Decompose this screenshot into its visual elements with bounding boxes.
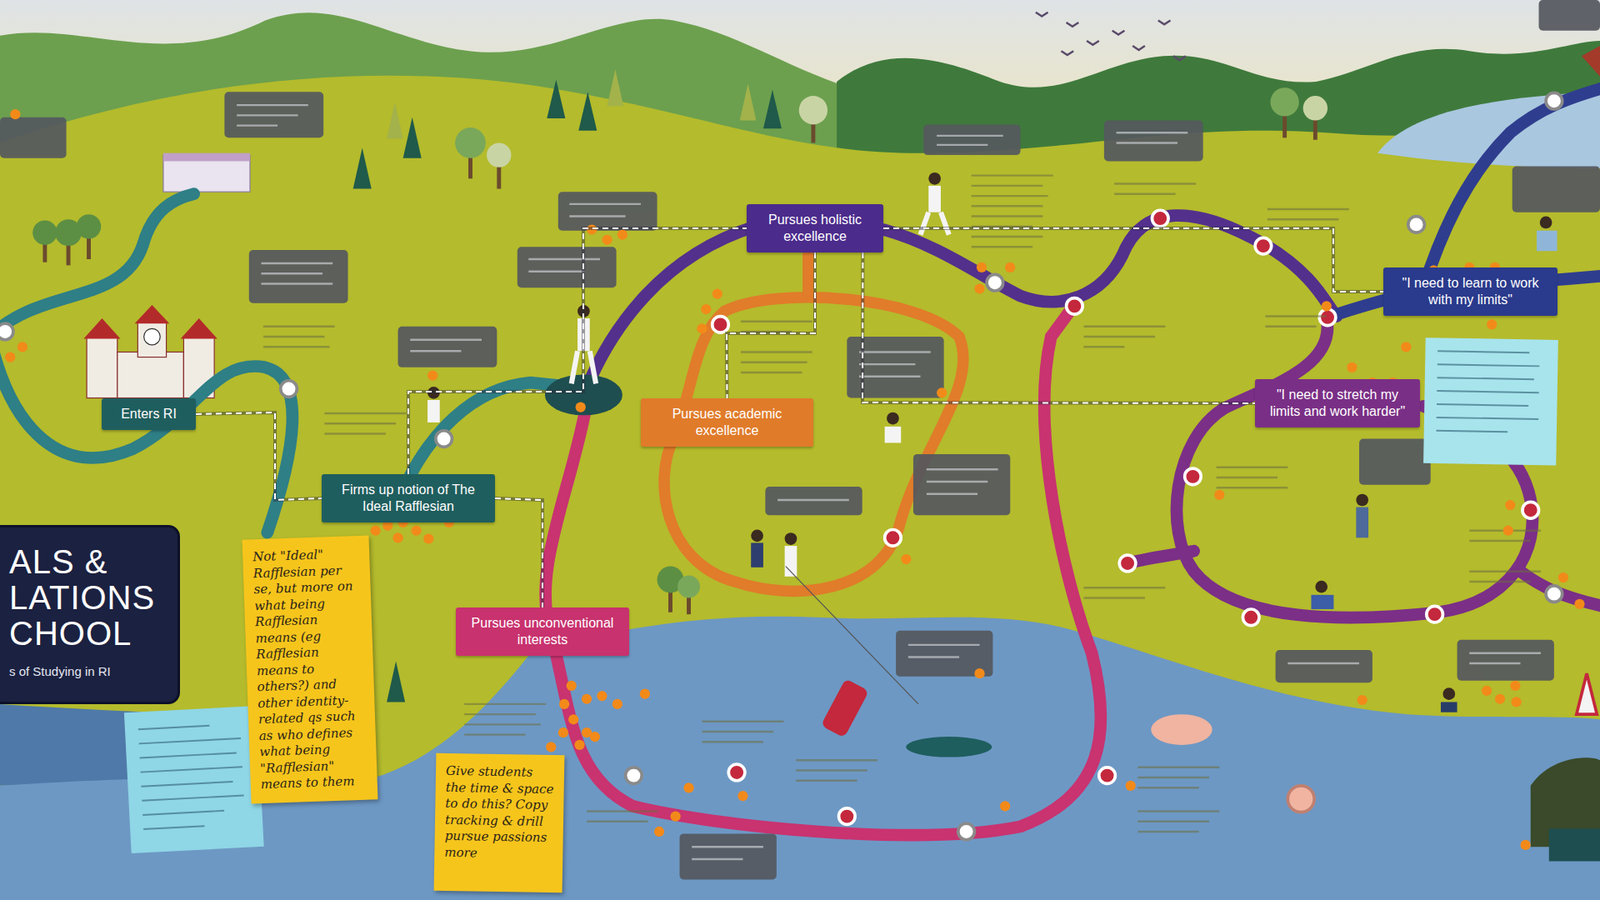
connector-line xyxy=(883,228,1384,292)
journey-connector xyxy=(883,228,1384,292)
stage-text: Pursues holistic excellence xyxy=(756,211,874,245)
note-text: Give students the time & space to do thi… xyxy=(444,763,555,863)
journey-connector xyxy=(195,412,322,500)
stage-label: Firms up notion of The Ideal Rafflesian xyxy=(321,474,495,523)
journey-connector xyxy=(726,252,815,399)
journey-connector xyxy=(862,252,1255,404)
connector-line xyxy=(862,252,1255,404)
stage-text: Pursues unconventional interests xyxy=(465,615,620,649)
stage-label: Enters RI xyxy=(101,398,196,430)
stage-label: Pursues academic excellence xyxy=(640,398,814,447)
stage-text: Pursues academic excellence xyxy=(650,405,804,440)
connector-line xyxy=(495,498,543,608)
stage-label: "I need to stretch my limits and work ha… xyxy=(1255,379,1420,428)
connector-shadow xyxy=(195,412,322,500)
stage-label: Pursues unconventional interests xyxy=(455,607,630,656)
connector-shadow xyxy=(883,228,1384,292)
connector-line xyxy=(195,412,322,500)
note-text: Not "Ideal" Rafflesian per se, but more … xyxy=(252,545,368,794)
sticky-note: Not "Ideal" Rafflesian per se, but more … xyxy=(242,535,379,804)
connector-shadow xyxy=(726,252,815,399)
stage-text: Firms up notion of The Ideal Rafflesian xyxy=(331,481,485,515)
stage-label: "I need to learn to work with my limits" xyxy=(1383,267,1558,316)
stage-text: "I need to stretch my limits and work ha… xyxy=(1265,386,1410,420)
journey-connector xyxy=(495,498,543,608)
diagram-caption: s of Studying in RI xyxy=(9,664,170,679)
stage-text: "I need to learn to work with my limits" xyxy=(1393,275,1548,309)
connector-shadow xyxy=(862,252,1255,404)
sticky-note: Give students the time & space to do thi… xyxy=(434,753,565,894)
stage-label: Pursues holistic excellence xyxy=(746,204,884,253)
stage-text: Enters RI xyxy=(111,405,186,423)
title-panel: ALS & LATIONS CHOOL s of Studying in RI xyxy=(0,525,180,705)
connector-line xyxy=(726,252,815,399)
connector-shadow xyxy=(495,498,543,608)
diagram-title: ALS & LATIONS CHOOL xyxy=(9,544,168,653)
